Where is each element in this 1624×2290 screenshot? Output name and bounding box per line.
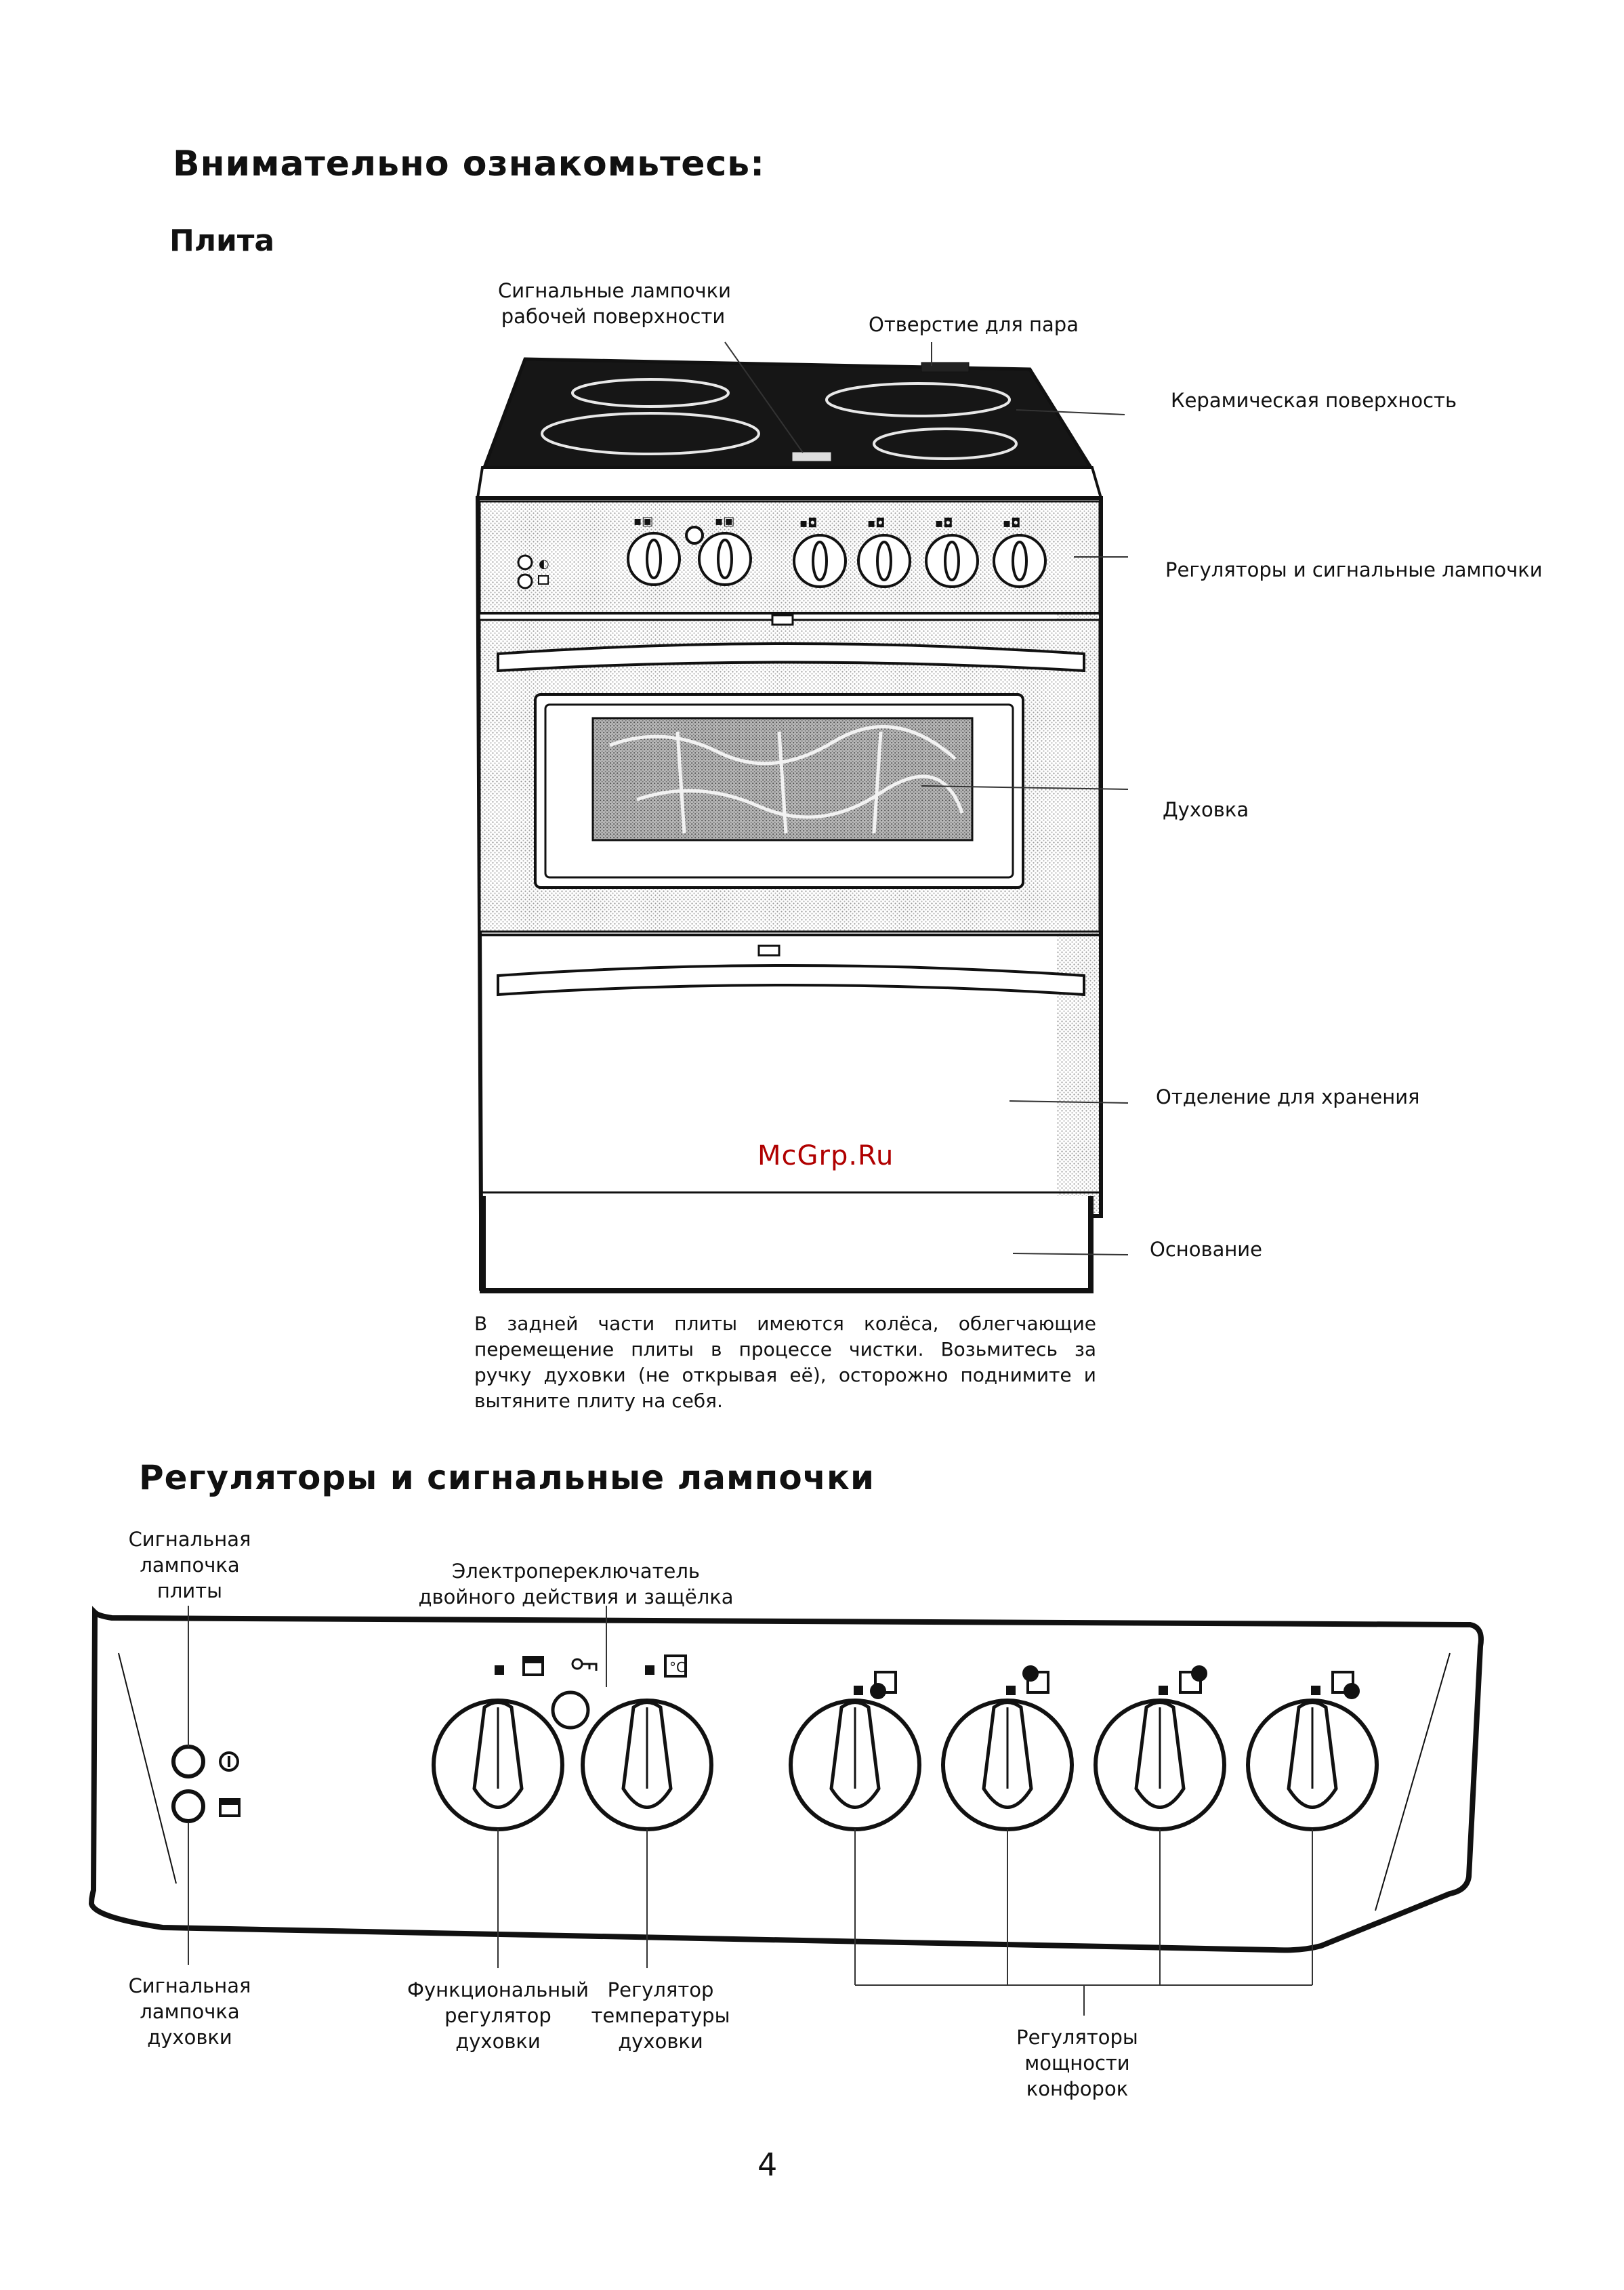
steam-vent bbox=[921, 362, 970, 373]
page-heading: Внимательно ознакомьтесь: bbox=[173, 144, 765, 184]
svg-text:◐: ◐ bbox=[539, 557, 549, 571]
section-title-cooker: Плита bbox=[169, 224, 275, 258]
control-panel-drawing: °C bbox=[88, 1606, 1484, 1953]
label-base: Основание bbox=[1150, 1238, 1262, 1261]
cooker-leader-lines bbox=[724, 341, 1129, 1255]
drawer-handle bbox=[497, 964, 1085, 997]
cooker-drawing: ◐ ▪▣ ▪▣ ▪◘ ▪◘ ▪◘ ▪◘ bbox=[475, 357, 1103, 1293]
wheels-paragraph: В задней части плиты имеются колёса, обл… bbox=[474, 1312, 1096, 1412]
watermark: McGrp.Ru bbox=[757, 1140, 894, 1171]
cooker-knobs bbox=[627, 526, 1047, 588]
svg-text:▪◘: ▪◘ bbox=[799, 516, 817, 530]
zone-knob-3 bbox=[1094, 1699, 1226, 1831]
temperature-knob bbox=[581, 1699, 713, 1831]
label-ceramic-surface: Керамическая поверхность bbox=[1171, 389, 1457, 412]
zone-knob-1 bbox=[789, 1699, 921, 1831]
label-function-regulator: Функциональный регулятор духовки bbox=[407, 1978, 589, 2053]
cooking-zone-rear-left bbox=[571, 378, 730, 408]
svg-text:▪▣: ▪▣ bbox=[715, 514, 734, 528]
label-zone-regulators: Регуляторы мощности конфорок bbox=[1016, 2026, 1138, 2100]
svg-text:▪▣: ▪▣ bbox=[633, 514, 653, 528]
label-hob-lamps: Сигнальные лампочки рабочей поверхности bbox=[498, 279, 731, 328]
panel-knobs bbox=[432, 1699, 1379, 1831]
cooking-zone-front-left bbox=[541, 412, 760, 455]
plinth bbox=[480, 1196, 1094, 1293]
svg-text:▪◘: ▪◘ bbox=[935, 516, 953, 530]
page-number: 4 bbox=[757, 2146, 778, 2183]
label-cooker-lamp: Сигнальная лампочка плиты bbox=[128, 1528, 251, 1602]
section-title-controls: Регуляторы и сигнальные лампочки bbox=[139, 1458, 875, 1497]
oven-lamp bbox=[171, 1789, 205, 1823]
label-switch-latch: Электропереключатель двойного действия и… bbox=[418, 1560, 734, 1608]
label-storage: Отделение для хранения bbox=[1156, 1085, 1420, 1108]
ceramic-hob bbox=[482, 357, 1094, 470]
function-knob bbox=[432, 1699, 564, 1831]
svg-text:▪◘: ▪◘ bbox=[867, 516, 885, 530]
cooker-lamp bbox=[171, 1745, 205, 1778]
cooking-zone-front-right bbox=[873, 428, 1018, 460]
zone-knob-2 bbox=[941, 1699, 1074, 1831]
label-oven-lamp: Сигнальная лампочка духовки bbox=[128, 1974, 251, 2049]
cooking-zone-rear-right bbox=[825, 382, 1011, 417]
label-temperature-regulator: Регулятор температуры духовки bbox=[591, 1978, 730, 2053]
hob-lamps bbox=[792, 452, 831, 461]
svg-text:°C: °C bbox=[669, 1659, 686, 1675]
panel-leader-lines bbox=[188, 1606, 1313, 2016]
label-steam-vent: Отверстие для пара bbox=[869, 313, 1079, 336]
label-oven: Духовка bbox=[1163, 798, 1249, 821]
oven-handle bbox=[497, 642, 1085, 673]
label-controls: Регуляторы и сигнальные лампочки bbox=[1165, 558, 1543, 581]
svg-text:▪◘: ▪◘ bbox=[1003, 516, 1020, 530]
zone-knob-4 bbox=[1246, 1699, 1379, 1831]
